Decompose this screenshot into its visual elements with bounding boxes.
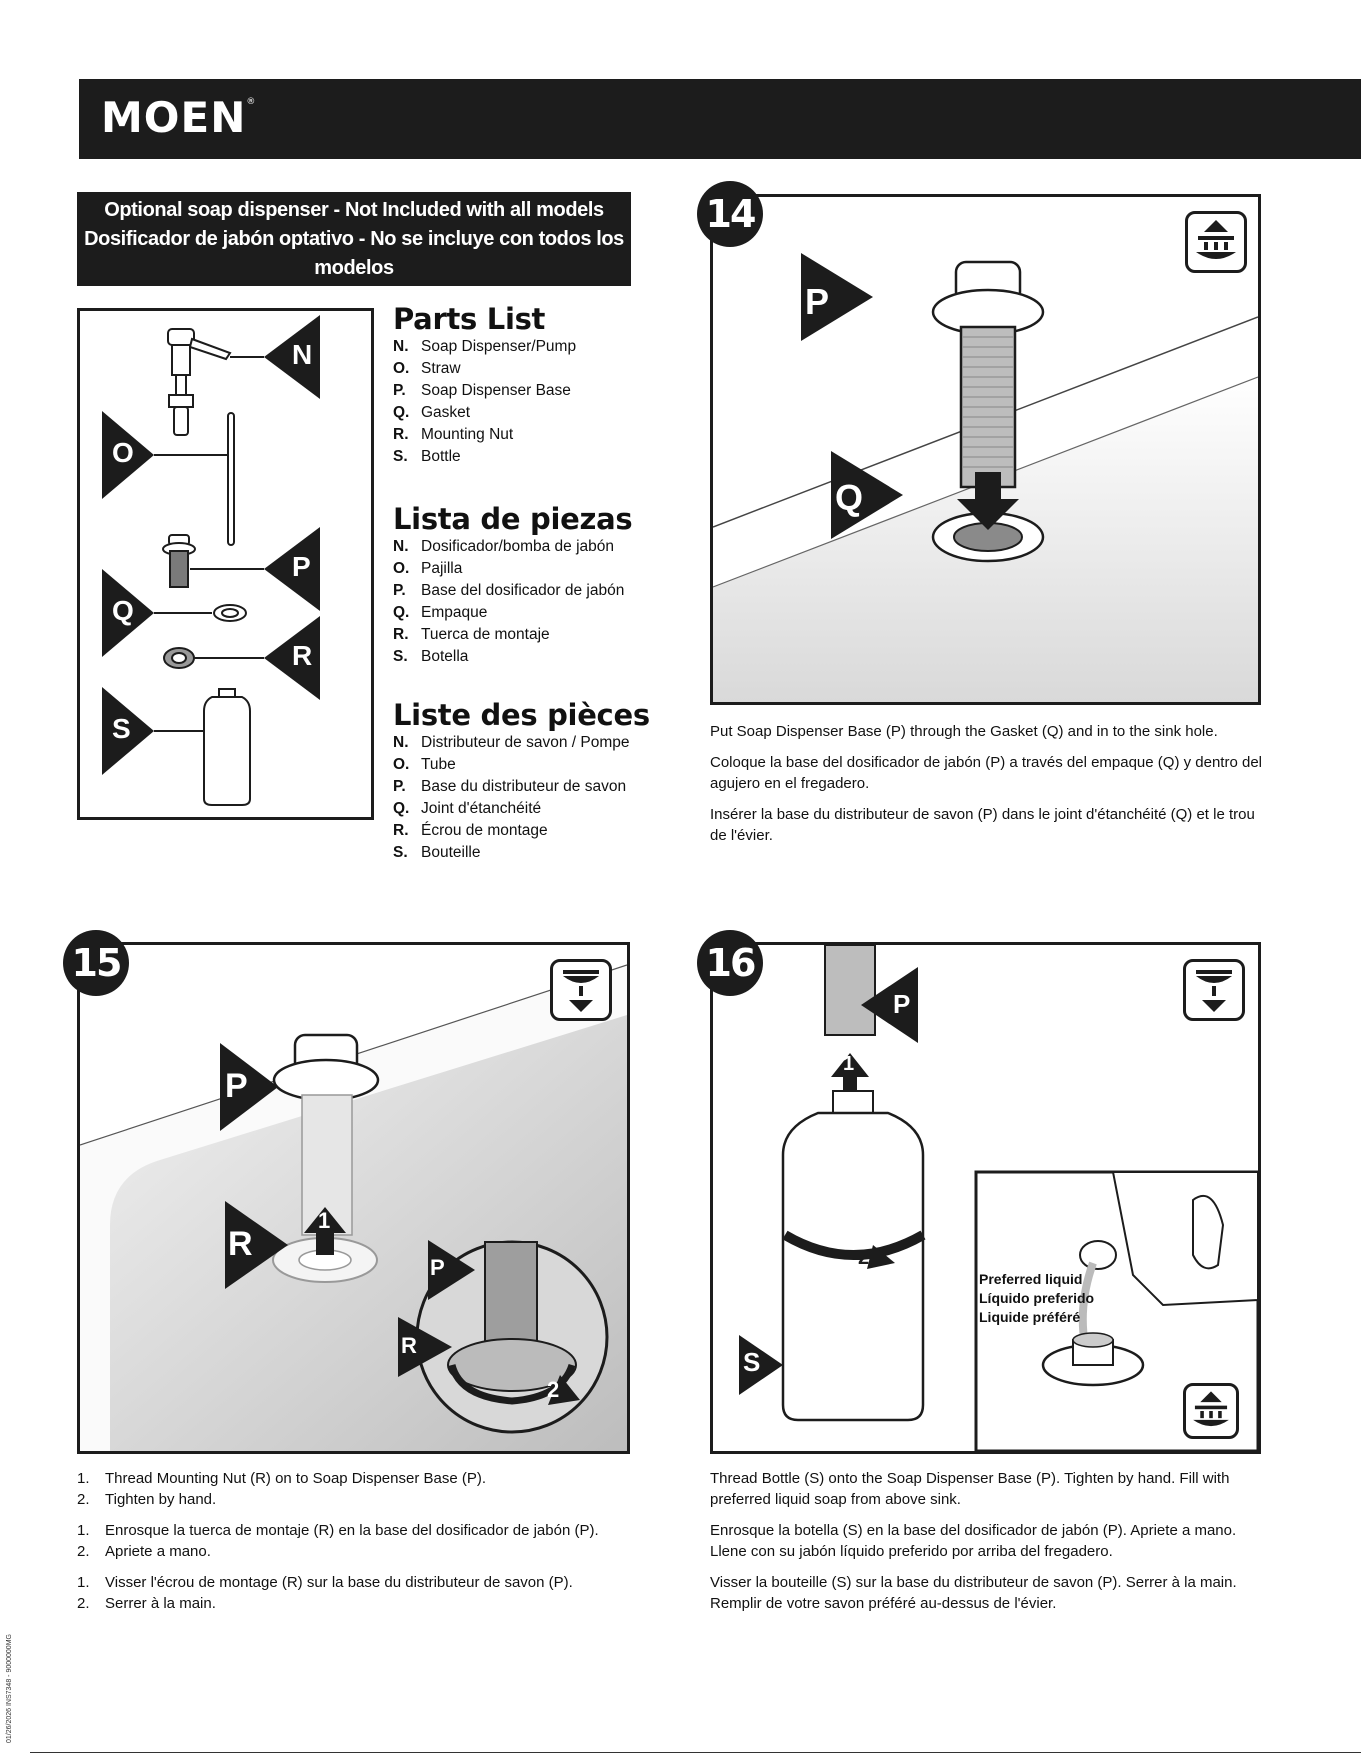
parts-list-title: Liste des pièces <box>393 698 650 732</box>
flag-label-P: P <box>225 1067 248 1105</box>
flag-label-Q: Q <box>835 477 864 518</box>
step16-caption: Thread Bottle (S) onto the Soap Dispense… <box>710 1468 1265 1624</box>
header-bar: MOEN® <box>79 79 1361 159</box>
flag-O <box>102 411 154 499</box>
parts-list-title: Lista de piezas <box>393 502 633 536</box>
parts-list-fr: Liste des pièces N.Distributeur de savon… <box>393 698 650 864</box>
parts-item: N.Soap Dispenser/Pump <box>393 338 577 355</box>
step14-caption: Put Soap Dispenser Base (P) through the … <box>710 721 1270 856</box>
flag-R <box>264 616 320 700</box>
step15-text-en: 1.Thread Mounting Nut (R) on to Soap Dis… <box>77 1470 487 1508</box>
step14-illustration <box>713 253 1258 702</box>
parts-item: R.Écrou de montage <box>393 822 548 839</box>
step16-illustration <box>739 945 1258 1451</box>
moen-logo: MOEN® <box>101 93 257 142</box>
flag-label-R-zoom: R <box>401 1333 417 1358</box>
parts-list-title: Parts List <box>393 302 546 336</box>
parts-item: N.Dosificador/bomba de jabón <box>393 538 615 555</box>
step15-number: 15 <box>63 930 129 996</box>
parts-item: S.Bouteille <box>393 844 481 861</box>
step16-text-en: Thread Bottle (S) onto the Soap Dispense… <box>710 1470 1230 1508</box>
above-sink-icon <box>1183 1383 1239 1439</box>
parts-list-en: Parts List N.Soap Dispenser/Pump O.Straw… <box>393 302 576 468</box>
callout-one: 1 <box>318 1208 331 1233</box>
step16-text-es: Enrosque la botella (S) en la base del d… <box>710 1522 1237 1560</box>
step15-illustration <box>80 964 627 1451</box>
flag-label-S: S <box>112 713 131 744</box>
step15-caption: 1.Thread Mounting Nut (R) on to Soap Dis… <box>77 1468 637 1624</box>
preferred-liquid-label: Preferred liquid Líquido preferido Liqui… <box>979 1271 1095 1325</box>
flag-label-P: P <box>292 551 311 582</box>
flag-label-N: N <box>292 339 313 370</box>
step16-number: 16 <box>697 930 763 996</box>
parts-item: Q.Empaque <box>393 604 488 621</box>
parts-list-es: Lista de piezas N.Dosificador/bomba de j… <box>393 502 633 668</box>
step14-text-es: Coloque la base del dosificador de jabón… <box>710 754 1262 792</box>
optional-banner: Optional soap dispenser - Not Included w… <box>77 192 631 337</box>
step15-text-es: 1.Enrosque la tuerca de montaje (R) en l… <box>77 1522 599 1560</box>
step14-number: 14 <box>697 181 763 247</box>
step15-panel: P R P R 1 2 <box>77 942 630 1454</box>
parts-item: O.Pajilla <box>393 560 463 577</box>
parts-item: Q.Joint d'étanchéité <box>393 800 542 817</box>
step16-text-fr: Visser la bouteille (S) sur la base du d… <box>710 1574 1237 1612</box>
flag-S <box>102 687 154 775</box>
below-sink-icon <box>1183 959 1245 1021</box>
flag-P <box>264 527 320 611</box>
above-sink-icon <box>1185 211 1247 273</box>
flag-label-R: R <box>292 640 313 671</box>
step15-text-fr: 1.Visser l'écrou de montage (R) sur la b… <box>77 1574 573 1612</box>
banner-line-es: Dosificador de jabón optativo - No se in… <box>84 228 624 279</box>
side-document-code: 01/26/2026 INS7348 - 9000000MG <box>6 1634 13 1743</box>
flag-label-P: P <box>893 989 911 1019</box>
flag-label-R: R <box>228 1225 253 1263</box>
parts-item: S.Bottle <box>393 448 461 465</box>
footer-rule <box>30 1752 1361 1753</box>
parts-item: O.Straw <box>393 360 461 377</box>
parts-item: P.Base du distributeur de savon <box>393 778 627 795</box>
step14-text-fr: Insérer la base du distributeur de savon… <box>710 806 1255 844</box>
step14-text-en: Put Soap Dispenser Base (P) through the … <box>710 723 1218 740</box>
parts-illustration: N O P Q R S <box>77 308 374 820</box>
step14-panel: P Q <box>710 194 1261 705</box>
flag-label-P-zoom: P <box>430 1255 445 1280</box>
parts-drawing <box>102 315 320 806</box>
callout-one: 1 <box>843 1053 855 1075</box>
parts-item: R.Tuerca de montaje <box>393 626 550 643</box>
parts-item: P.Base del dosificador de jabón <box>393 582 625 599</box>
parts-item: Q.Gasket <box>393 404 471 421</box>
parts-item: N.Distributeur de savon / Pompe <box>393 734 630 751</box>
parts-item: P.Soap Dispenser Base <box>393 382 571 399</box>
flag-label-Q: Q <box>112 595 134 626</box>
callout-two: 2 <box>858 1247 870 1269</box>
below-sink-icon <box>550 959 612 1021</box>
parts-item: S.Botella <box>393 648 469 665</box>
parts-item: O.Tube <box>393 756 456 773</box>
callout-two: 2 <box>547 1377 560 1402</box>
banner-line-en: Optional soap dispenser - Not Included w… <box>104 199 604 221</box>
flag-N <box>264 315 320 399</box>
flag-label-S: S <box>743 1347 761 1377</box>
flag-label-P: P <box>805 281 830 322</box>
parts-item: R.Mounting Nut <box>393 426 514 443</box>
step16-panel: P S 1 2 Preferred liquid Líquido preferi… <box>710 942 1261 1454</box>
flag-Q <box>102 569 154 657</box>
flag-label-O: O <box>112 437 134 468</box>
